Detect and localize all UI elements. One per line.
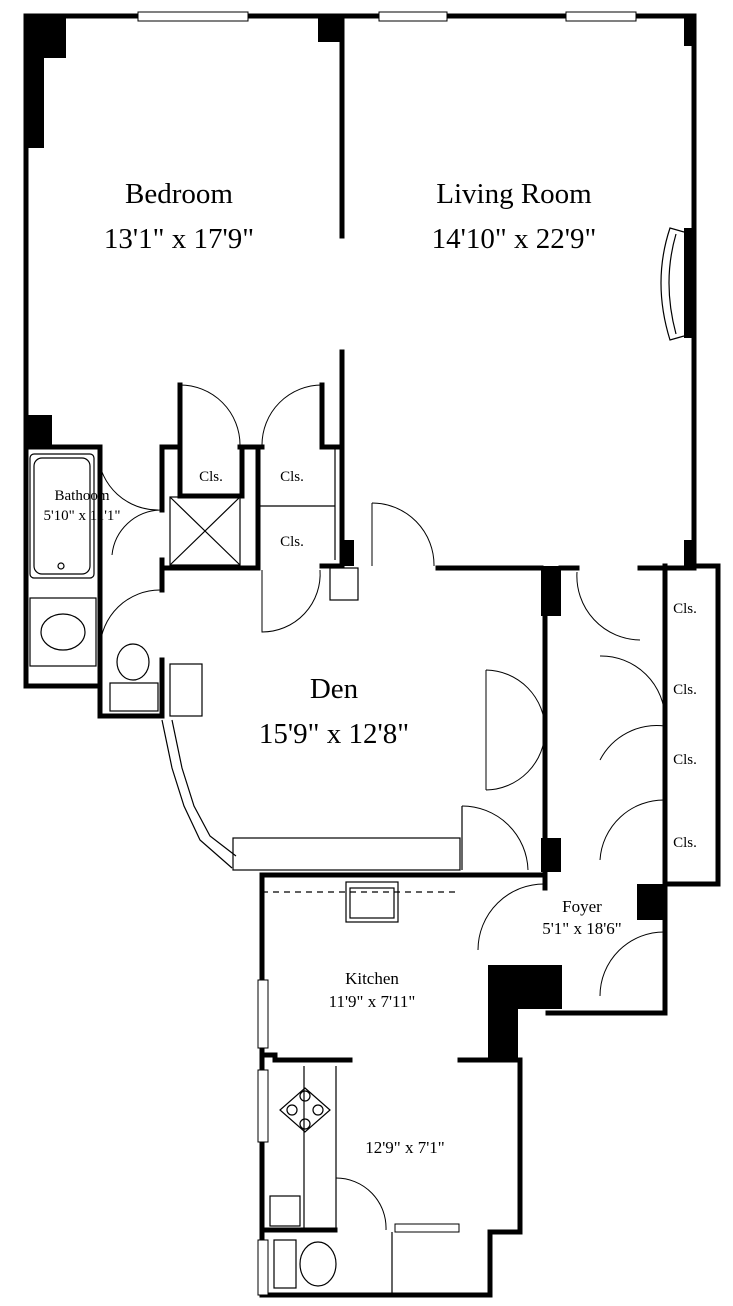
kitchen-name: Kitchen xyxy=(345,969,399,988)
fixtures xyxy=(29,453,399,1289)
interior-walls xyxy=(23,13,697,1295)
bathroom-name: Bathoom xyxy=(55,488,110,504)
den-name: Den xyxy=(310,673,359,705)
windows xyxy=(137,11,637,1296)
closet-label: Cls. xyxy=(673,752,697,768)
structural-columns xyxy=(26,16,696,1061)
bedroom-size: 13'1" x 17'9" xyxy=(104,223,254,255)
closet-label: Cls. xyxy=(199,469,223,485)
bedroom-name: Bedroom xyxy=(125,178,233,210)
fireplace xyxy=(660,227,685,341)
foyer-name: Foyer xyxy=(562,897,602,916)
closet-label: Cls. xyxy=(673,601,697,617)
maid-room-size: 12'9" x 7'1" xyxy=(365,1138,445,1157)
closet-label: Cls. xyxy=(280,534,304,550)
closet-labels: Cls. Cls. Cls. Cls. Cls. Cls. Cls. xyxy=(199,469,697,851)
closet-label: Cls. xyxy=(673,682,697,698)
den-size: 15'9" x 12'8" xyxy=(259,718,409,750)
room-labels: Bedroom 13'1" x 17'9" Living Room 14'10"… xyxy=(43,178,621,1157)
foyer-size: 5'1" x 18'6" xyxy=(542,919,622,938)
closet-label: Cls. xyxy=(673,835,697,851)
doors xyxy=(97,384,666,1231)
living-room-name: Living Room xyxy=(436,178,592,210)
closet-label: Cls. xyxy=(280,469,304,485)
living-room-size: 14'10" x 22'9" xyxy=(432,223,597,255)
kitchen-size: 11'9" x 7'11" xyxy=(329,992,416,1011)
bathroom-size: 5'10" x 11'1" xyxy=(43,508,120,524)
